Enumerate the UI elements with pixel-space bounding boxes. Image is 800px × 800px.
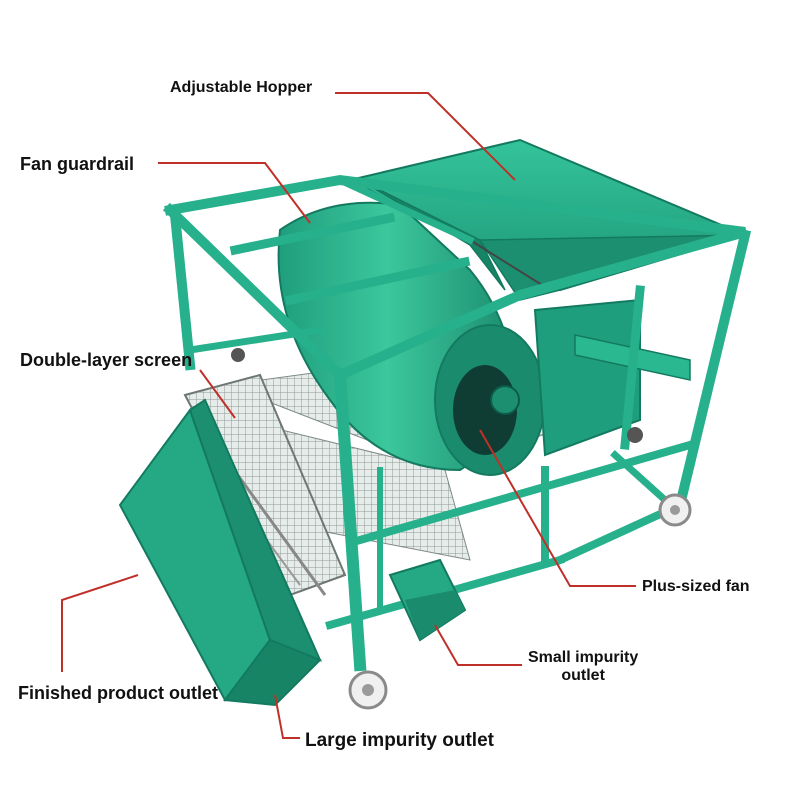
leader-finished-product [61,574,139,672]
fan-housing [533,298,691,457]
caster-wheels [231,348,692,710]
label-double-layer-screen: Double-layer screen [20,350,193,370]
label-plus-sized-fan: Plus-sized fan [642,578,750,595]
label-small-impurity-line1: Small impurity [528,649,639,666]
leader-plus-sized-fan [479,429,636,587]
label-adjustable-hopper: Adjustable Hopper [170,79,313,96]
label-fan-guardrail: Fan guardrail [20,154,135,174]
label-large-impurity-outlet: Large impurity outlet [305,730,494,751]
leader-lines [61,92,636,739]
leader-hopper [335,92,516,181]
leader-small-impurity [434,624,522,666]
leader-screen [199,369,236,419]
small-impurity-outlet [388,558,467,642]
label-small-impurity-outlet: Small impurity outlet [528,649,638,686]
finished-product-chute [118,398,322,707]
label-small-impurity-line2: outlet [561,667,605,685]
leader-fan-guardrail [158,162,311,224]
label-finished-product-outlet: Finished product outlet [18,683,218,703]
leader-large-impurity [274,694,300,739]
